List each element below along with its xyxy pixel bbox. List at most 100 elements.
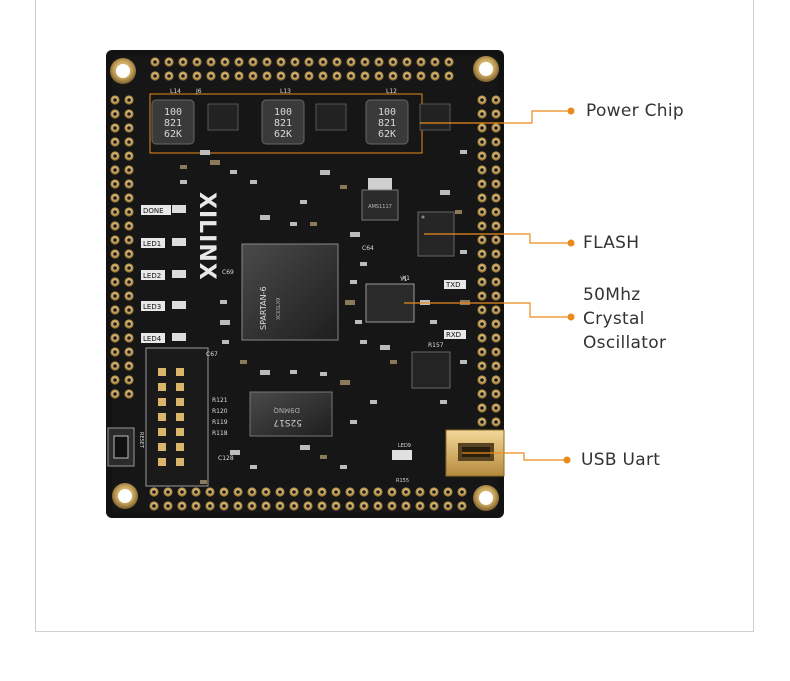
callout-dot-power-chip (567, 107, 575, 115)
svg-text:821: 821 (378, 118, 396, 129)
svg-text:R119: R119 (212, 419, 228, 426)
svg-text:62K: 62K (164, 129, 182, 140)
svg-text:52S17: 52S17 (273, 417, 302, 427)
jtag-header (145, 347, 209, 487)
smd-part (220, 300, 227, 304)
smd-part (200, 150, 210, 155)
jtag-pin (176, 413, 184, 421)
smd-part (460, 360, 467, 364)
label-oscillator-line2: Crystal (583, 309, 645, 329)
smd-part (222, 340, 229, 344)
smd-part (230, 170, 237, 174)
smd-part (350, 280, 357, 284)
svg-text:DONE: DONE (143, 207, 164, 215)
jtag-pin (158, 398, 166, 406)
callout-dot-oscillator (567, 313, 575, 321)
svg-text:100: 100 (378, 107, 396, 118)
smd-part (300, 445, 310, 450)
smd-part (290, 370, 297, 374)
smd-part (250, 180, 257, 184)
usb-uart-ic (411, 351, 451, 389)
jtag-pin (158, 413, 166, 421)
svg-text:821: 821 (164, 118, 182, 129)
jtag-pin (176, 458, 184, 466)
pin-headers (110, 57, 501, 511)
smd-part (180, 165, 187, 169)
smd-part (220, 320, 230, 325)
smd-part (345, 300, 355, 305)
callout-dot-flash (567, 239, 575, 247)
fpga-chip: SPARTAN-6 XC6SLX9 (241, 243, 339, 341)
jtag-pin (158, 458, 166, 466)
inductor-l13: 100 821 62K (261, 99, 305, 145)
inductor-l14: 100 821 62K (151, 99, 195, 145)
svg-text:LED4: LED4 (143, 335, 162, 343)
mounting-holes (110, 56, 499, 511)
label-flash: FLASH (583, 233, 640, 253)
svg-text:C128: C128 (218, 455, 234, 462)
smd-part (340, 185, 347, 189)
svg-text:Y1: Y1 (399, 276, 408, 283)
smd-part (360, 340, 367, 344)
smd-part (360, 262, 367, 266)
svg-text:R157: R157 (428, 342, 444, 349)
svg-text:62K: 62K (378, 129, 396, 140)
svg-text:100: 100 (164, 107, 182, 118)
svg-text:62K: 62K (274, 129, 292, 140)
label-oscillator-line3: Oscillator (583, 333, 667, 353)
inductor-l12: 100 821 62K (365, 99, 409, 145)
jtag-pin (176, 383, 184, 391)
smd-part (320, 372, 327, 376)
svg-text:C64: C64 (362, 245, 374, 252)
svg-text:R120: R120 (212, 408, 228, 415)
svg-text:TXD: TXD (445, 281, 460, 289)
reset-button: RESET (107, 427, 144, 467)
jtag-pin (158, 443, 166, 451)
svg-text:R118: R118 (212, 430, 228, 437)
svg-text:XC6SLX9: XC6SLX9 (276, 298, 282, 320)
led-labels: DONE LED1 LED2 LED3 LED4 (141, 205, 171, 343)
smd-part (180, 180, 187, 184)
svg-text:R121: R121 (212, 397, 228, 404)
label-power-chip: Power Chip (586, 101, 684, 121)
smd-part (200, 480, 207, 484)
smd-part (355, 320, 362, 324)
svg-text:R155: R155 (396, 478, 409, 484)
callout-line-power-chip (420, 110, 568, 124)
svg-text:LED3: LED3 (143, 303, 161, 311)
led-components (172, 205, 186, 341)
callout-line-flash (424, 233, 568, 244)
callout-line-oscillator (404, 302, 568, 318)
smd-part (310, 222, 317, 226)
svg-text:D9MNQ: D9MNQ (273, 406, 300, 414)
smd-part (455, 210, 462, 214)
smd-part (260, 215, 270, 220)
svg-text:L14: L14 (170, 88, 181, 95)
svg-text:821: 821 (274, 118, 292, 129)
smd-part (240, 360, 247, 364)
smd-part (210, 160, 220, 165)
smd-part (320, 455, 327, 459)
smd-part (300, 200, 307, 204)
jtag-pin (158, 428, 166, 436)
smd-part (370, 400, 377, 404)
svg-text:RESET: RESET (138, 432, 144, 449)
smd-part (460, 250, 467, 254)
smd-part (380, 345, 390, 350)
svg-text:100: 100 (274, 107, 292, 118)
svg-text:L12: L12 (386, 88, 397, 95)
smd-part (230, 450, 240, 455)
svg-text:RXD: RXD (446, 331, 461, 339)
smd-part (350, 232, 360, 237)
svg-text:C69: C69 (222, 269, 234, 276)
smd-part (260, 370, 270, 375)
svg-text:L13: L13 (280, 88, 291, 95)
jtag-pin (176, 398, 184, 406)
callout-dot-usb-uart (563, 456, 571, 464)
svg-text:AMS1117: AMS1117 (368, 204, 392, 210)
smd-part (320, 170, 330, 175)
jtag-pin (176, 368, 184, 376)
smd-part (290, 222, 297, 226)
